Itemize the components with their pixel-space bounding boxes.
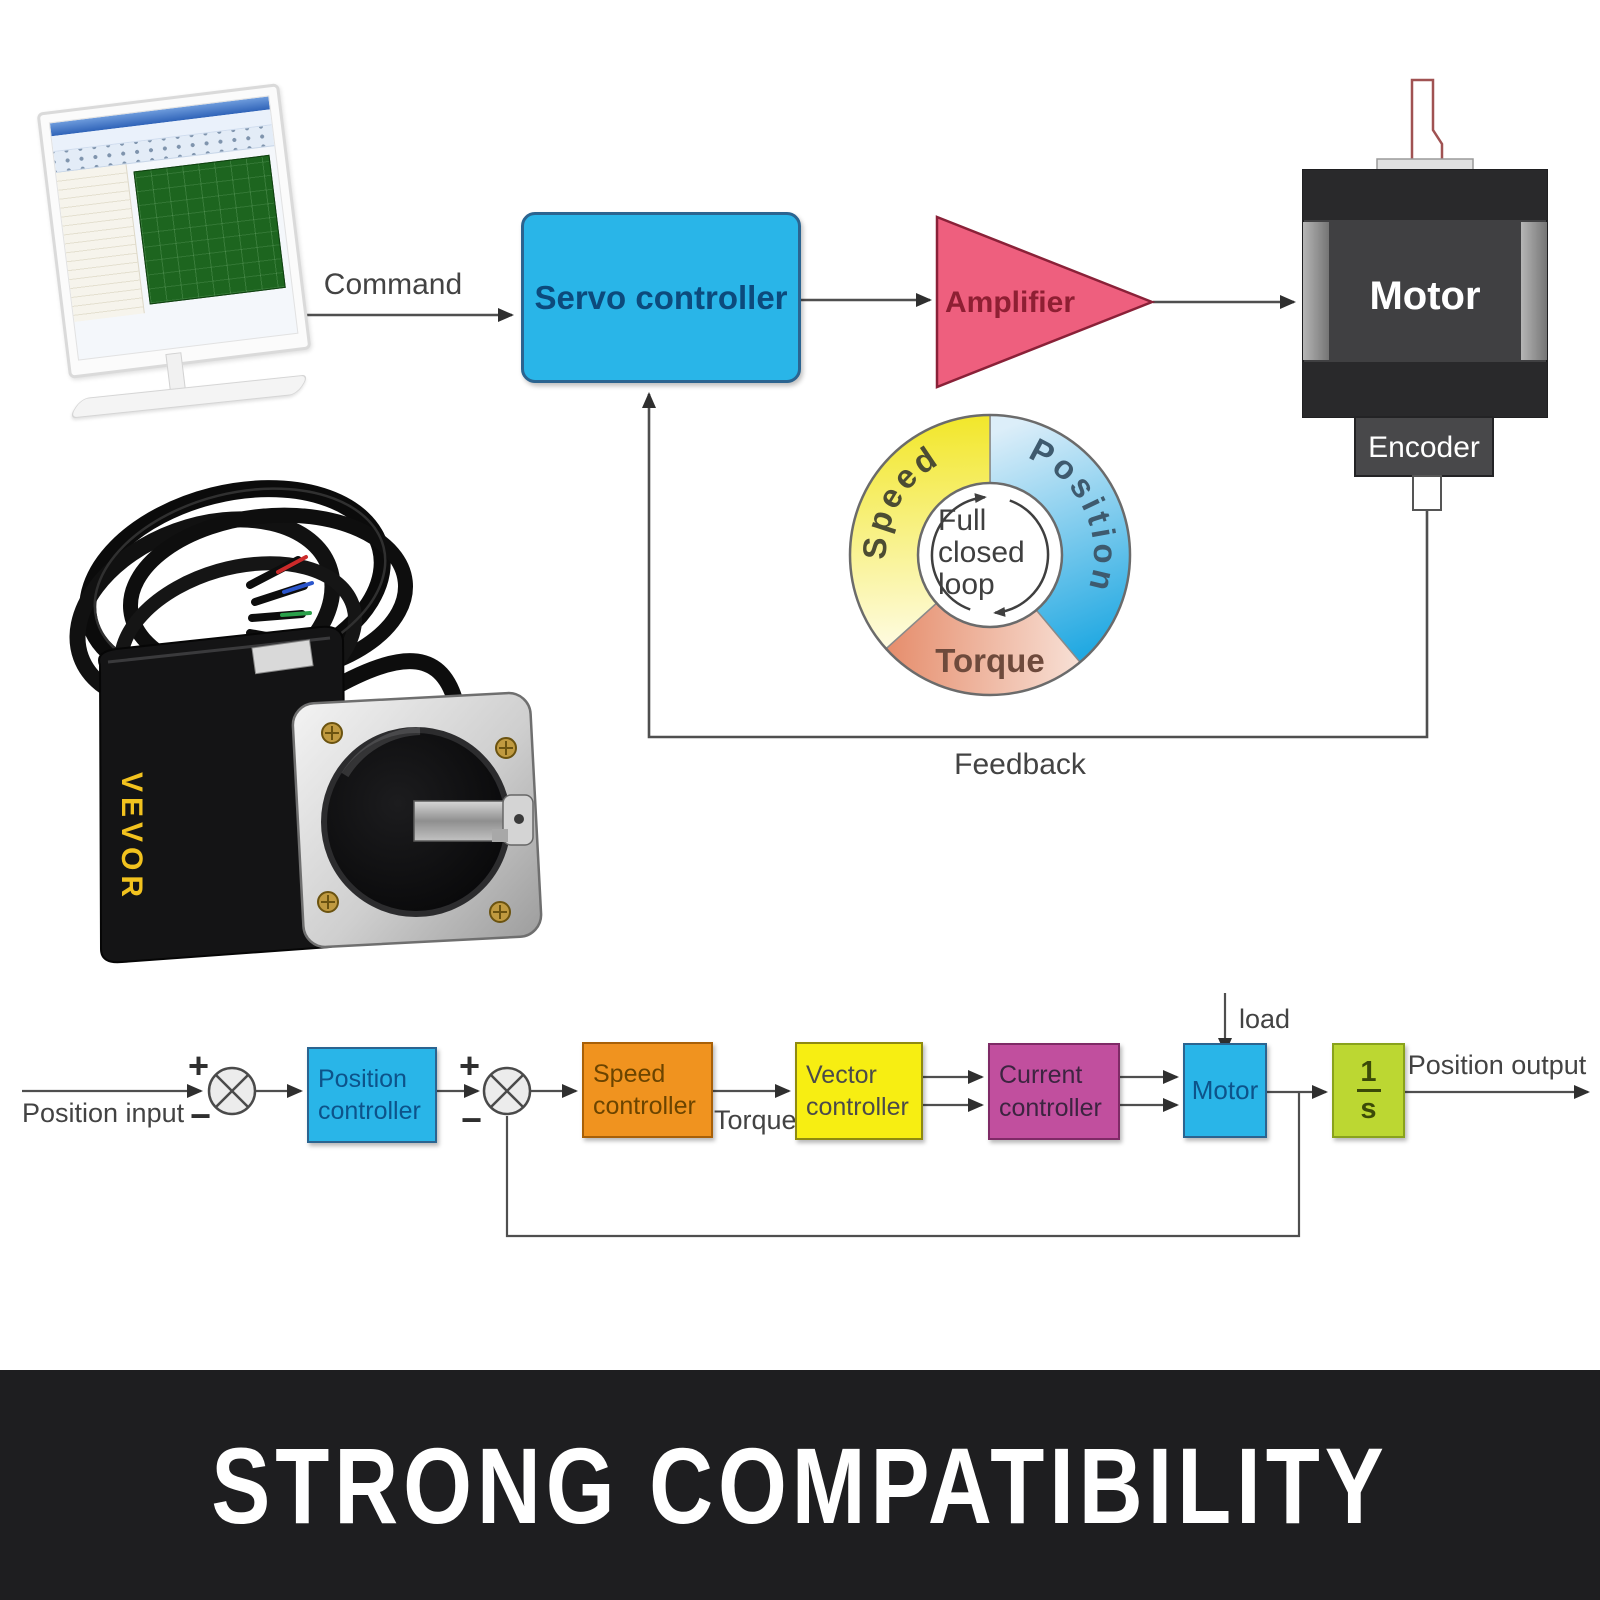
- integrator-denominator: s: [1360, 1093, 1377, 1125]
- encoder-box: [1354, 416, 1494, 477]
- integrator-numerator: 1: [1360, 1055, 1377, 1088]
- closed-loop-ring: Speed Position Torque Full closed loop: [848, 413, 1132, 697]
- svg-text:closed: closed: [938, 536, 1025, 569]
- ring-label-torque: Torque: [935, 642, 1044, 679]
- motor-body-top-band: [1303, 170, 1547, 220]
- vector-controller-label: Vector controller: [806, 1060, 909, 1122]
- speed-feedback-loop: [505, 1092, 1301, 1238]
- speed-controller-label: Speed controller: [593, 1059, 696, 1121]
- summing-junction-1: [207, 1066, 257, 1116]
- position-controller-label: Position controller: [318, 1064, 421, 1126]
- vector-controller-box: Vector controller: [795, 1042, 923, 1140]
- summing-junction-2: [482, 1066, 532, 1116]
- loop-arrow-right: [993, 499, 1050, 617]
- sum2-plus-sign: +: [459, 1045, 481, 1086]
- brand-label: VEVOR: [115, 772, 148, 902]
- product-photo-motor: VEVOR: [69, 480, 543, 964]
- loop-arrow-left: [930, 493, 987, 611]
- amplifier-triangle: [935, 215, 1156, 389]
- fraction-bar: [1356, 1089, 1381, 1092]
- sum1-minus-sign: −: [190, 1095, 212, 1136]
- software-content: [56, 146, 293, 322]
- banner-title: STRONG COMPATIBILITY: [211, 1424, 1389, 1546]
- position-controller-box: Position controller: [307, 1047, 437, 1143]
- cnc-software-screen: [48, 95, 299, 361]
- position-input-label: Position input: [22, 1098, 185, 1128]
- encoder-label: Encoder: [1368, 431, 1480, 464]
- motor-shaft: [413, 794, 534, 846]
- motor-box-bottom: Motor: [1183, 1043, 1267, 1138]
- integrator-box: 1 s: [1332, 1043, 1405, 1138]
- encoder-shaft: [1412, 475, 1442, 511]
- feedback-label: Feedback: [954, 748, 1086, 781]
- monitor-base: [68, 374, 310, 419]
- sum2-minus-sign: −: [461, 1099, 483, 1140]
- computer-monitor: [36, 83, 320, 435]
- summing-junctions: [207, 1066, 532, 1116]
- current-controller-label: Current controller: [999, 1061, 1102, 1122]
- ring-outer-border: [848, 413, 1132, 697]
- motor-left-rail: [1303, 222, 1329, 360]
- load-label: load: [1239, 1004, 1291, 1034]
- bottom-diagram-connectors: [22, 993, 1590, 1238]
- position-output-label: Position output: [1407, 1050, 1587, 1080]
- svg-text:loop: loop: [938, 568, 995, 601]
- monitor-body: [36, 83, 312, 379]
- servo-controller-box: Servo controller: [521, 212, 801, 383]
- torque-signal-label: Torque: [714, 1105, 797, 1135]
- bottom-banner: STRONG COMPATIBILITY: [0, 1370, 1600, 1600]
- speed-controller-box: Speed controller: [582, 1042, 713, 1138]
- amplifier-label: Amplifier: [944, 286, 1076, 319]
- motor-top-sticker: [251, 639, 314, 675]
- motor-body-bottom-band: [1303, 362, 1547, 417]
- svg-text:Full: Full: [938, 504, 986, 537]
- servo-motor-block: Motor Encoder: [1302, 78, 1548, 511]
- ring-center-label: Full closed loop: [938, 504, 1025, 601]
- sum1-plus-sign: +: [188, 1045, 210, 1086]
- command-label: Command: [323, 268, 463, 301]
- software-gcode-view: [133, 154, 286, 305]
- face-plate-screws: [317, 722, 517, 923]
- motor-right-rail: [1521, 222, 1547, 360]
- software-side-panel: [56, 164, 145, 322]
- ring-inner-circle: [916, 481, 1064, 629]
- recess-highlight: [341, 727, 421, 778]
- motor-box-label: Motor: [1191, 1074, 1259, 1105]
- servo-controller-label: Servo controller: [534, 278, 788, 316]
- motor-shaft-top: [1410, 78, 1444, 164]
- motor-label: Motor: [1369, 274, 1480, 318]
- feedback-path: [642, 392, 1429, 739]
- current-controller-box: Current controller: [988, 1043, 1120, 1140]
